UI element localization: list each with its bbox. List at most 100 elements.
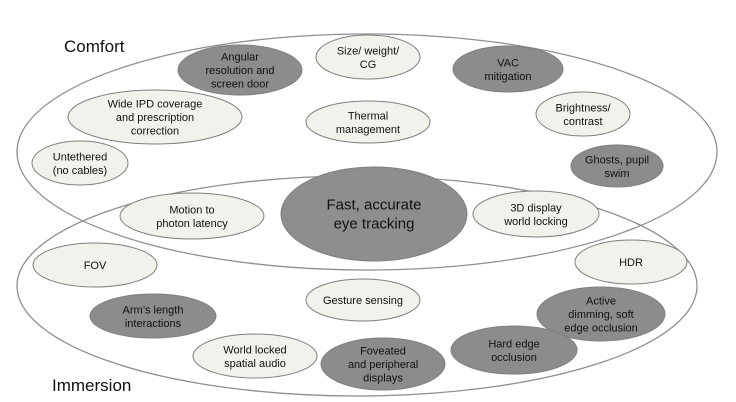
node-label: Arm’s length interactions <box>123 304 184 330</box>
node-shape <box>472 190 600 238</box>
node-label: World locked spatial audio <box>223 344 286 370</box>
node-label-line: swim <box>604 168 629 180</box>
node-arms-length: Arm’s length interactions <box>89 293 217 339</box>
node-label-line: Untethered <box>53 151 107 163</box>
node-brightness: Brightness/contrast <box>535 91 631 137</box>
node-fov: FOV <box>32 242 158 288</box>
node-label-line: resolution and <box>205 65 274 77</box>
node-label-line: Angular <box>221 52 259 64</box>
node-untethered: Untethered (no cables) <box>31 140 129 186</box>
node-hdr: HDR <box>574 239 688 285</box>
immersion-label: Immersion <box>52 376 131 395</box>
node-label-line: 3D display <box>510 202 562 214</box>
node-shape <box>280 166 468 262</box>
node-label: VAC mitigation <box>484 57 531 83</box>
node-shape <box>320 337 446 391</box>
node-label-line: dimming, soft <box>568 309 633 321</box>
node-shape <box>570 144 664 188</box>
node-label: Ghosts, pupil swim <box>585 154 649 180</box>
node-label: Untethered (no cables) <box>53 151 107 177</box>
node-label: Hard edge occlusion <box>488 338 539 364</box>
node-3d-display: 3D display world locking <box>472 190 600 238</box>
node-hard-edge: Hard edge occlusion <box>450 325 578 375</box>
node-label-line: edge occlusion <box>564 323 637 335</box>
node-gesture: Gesture sensing <box>305 278 421 322</box>
node-label-line: screen door <box>211 79 269 91</box>
node-size-weight: Size/ weight/CG <box>315 34 421 80</box>
node-label-line: Size/ weight/ <box>337 45 400 57</box>
node-shape <box>119 192 265 240</box>
node-motion-photon: Motion to photon latency <box>119 192 265 240</box>
node-ghosts: Ghosts, pupil swim <box>570 144 664 188</box>
node-label: FOV <box>84 260 107 272</box>
node-eye-tracking: Fast, accurate eye tracking <box>280 166 468 262</box>
node-label-line: correction <box>131 126 179 138</box>
node-label-line: world locking <box>503 216 568 228</box>
node-shape <box>452 45 564 93</box>
node-label-line: Hard edge <box>488 338 539 350</box>
node-label: Fast, accurate eye tracking <box>326 197 421 233</box>
node-shape <box>574 239 688 285</box>
node-label-line: VAC <box>497 57 519 69</box>
node-label-line: eye tracking <box>334 216 415 233</box>
node-label-line: World locked <box>223 344 286 356</box>
node-label-line: Brightness/ <box>555 102 611 114</box>
node-label-line: (no cables) <box>53 165 107 177</box>
node-shape <box>32 242 158 288</box>
node-shape <box>89 293 217 339</box>
node-label-line: interactions <box>125 318 182 330</box>
node-label: Motion to photon latency <box>156 204 228 230</box>
node-label-line: contrast <box>563 116 602 128</box>
node-label: Gesture sensing <box>323 295 403 307</box>
node-shape <box>450 325 578 375</box>
node-label-line: Ghosts, pupil <box>585 154 649 166</box>
node-label-line: Fast, accurate <box>326 197 421 214</box>
node-label: Brightness/contrast <box>555 102 611 128</box>
node-label-line: Gesture sensing <box>323 295 403 307</box>
comfort-ring <box>16 33 718 271</box>
node-label-line: spatial audio <box>224 358 286 370</box>
node-label-line: Thermal <box>348 110 388 122</box>
comfort-label: Comfort <box>64 37 125 56</box>
node-label-line: Foveated <box>360 346 406 358</box>
node-shape <box>535 91 631 137</box>
node-shape <box>536 286 666 342</box>
node-label-line: management <box>336 124 400 136</box>
node-label-line: occlusion <box>491 352 537 364</box>
node-spatial-audio: World locked spatial audio <box>192 333 318 379</box>
node-label-line: Motion to <box>169 204 214 216</box>
node-label-line: and prescription <box>116 112 194 124</box>
node-label-line: displays <box>363 373 403 385</box>
node-label-line: Arm’s length <box>123 304 184 316</box>
node-label: Size/ weight/CG <box>337 45 400 71</box>
node-label: 3D display world locking <box>503 202 568 228</box>
node-shape <box>67 89 243 145</box>
node-shape <box>177 44 303 96</box>
node-label-line: and peripheral <box>348 359 418 371</box>
node-label-line: HDR <box>619 257 643 269</box>
node-label: HDR <box>619 257 643 269</box>
node-shape <box>31 140 129 186</box>
node-shape <box>192 333 318 379</box>
node-label-line: CG <box>360 59 377 71</box>
node-vac-mitigation: VAC mitigation <box>452 45 564 93</box>
node-thermal: Thermal management <box>305 100 431 144</box>
node-label-line: Active <box>586 296 616 308</box>
node-label: Thermal management <box>336 110 400 136</box>
node-label-line: FOV <box>84 260 107 272</box>
node-label-line: mitigation <box>484 71 531 83</box>
node-shape <box>315 34 421 80</box>
node-shape <box>305 100 431 144</box>
node-shape <box>305 278 421 322</box>
node-label-line: Wide IPD coverage <box>108 99 203 111</box>
node-label-line: photon latency <box>156 218 228 230</box>
